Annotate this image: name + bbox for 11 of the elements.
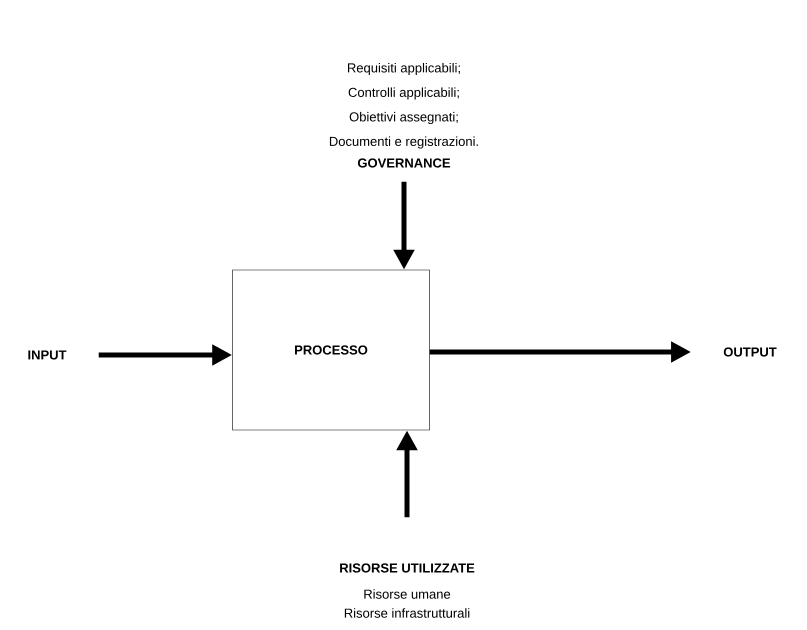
annotation-text: Risorse umane xyxy=(364,589,450,599)
annotation-text: Requisiti applicabili; xyxy=(348,62,460,76)
process-box: PROCESSO xyxy=(232,270,430,430)
annotation-text: Controlli applicabili; xyxy=(348,87,459,100)
node-label: INPUT xyxy=(28,350,66,360)
annotation-text: Risorse infrastrutturali xyxy=(344,608,470,618)
annotation-text: Obiettivi assegnati; xyxy=(350,112,458,124)
node-label: GOVERNANCE xyxy=(358,158,450,168)
node-label: OUTPUT xyxy=(724,347,777,357)
node-label: RISORSE UTILIZZATE xyxy=(340,563,474,573)
annotation-text: Documenti e registrazioni. xyxy=(330,136,478,149)
